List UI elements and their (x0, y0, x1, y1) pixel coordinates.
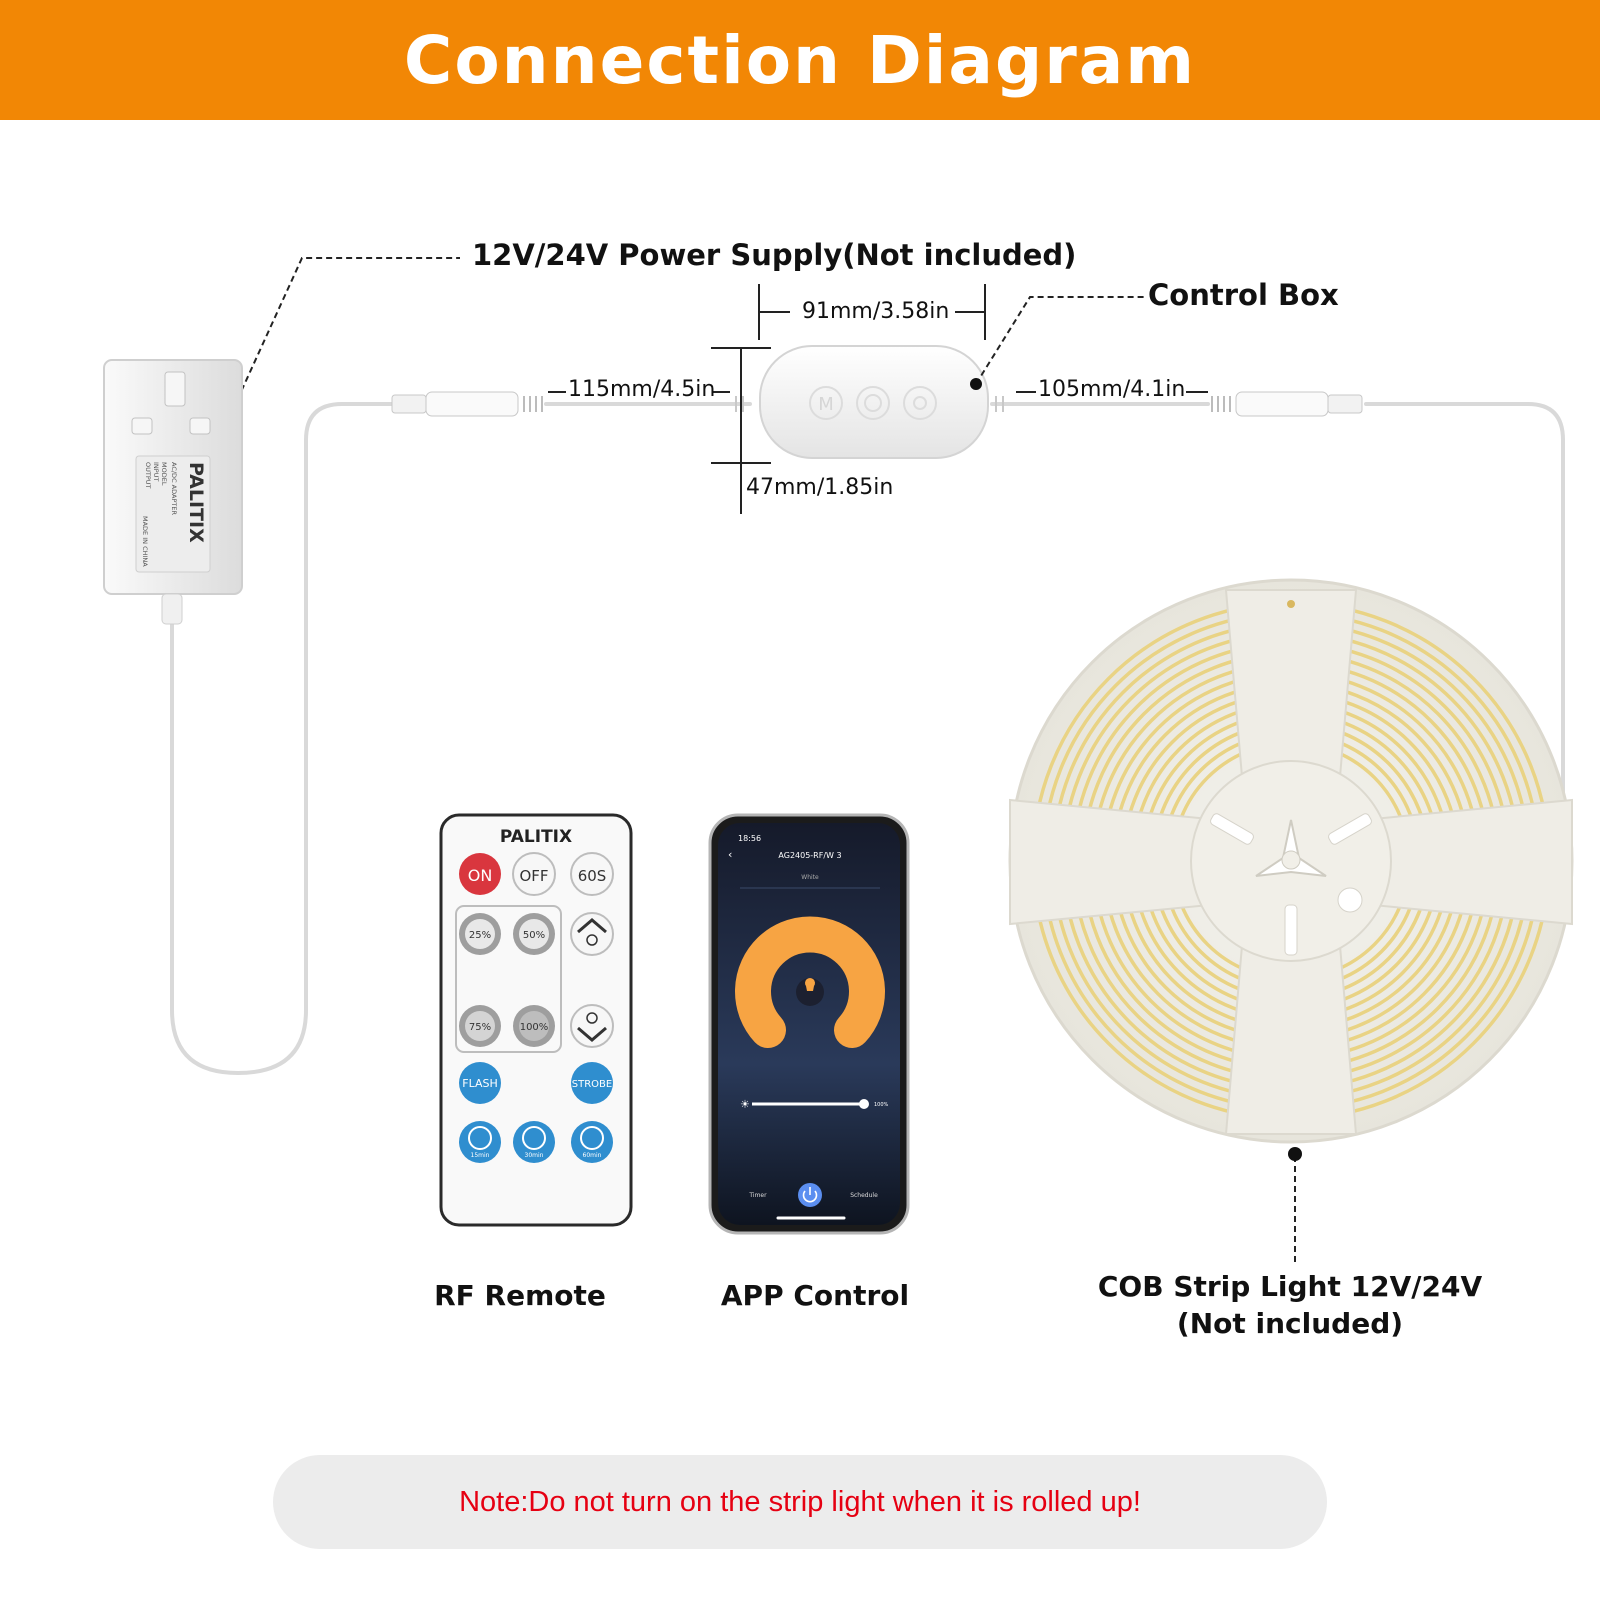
adapter-line: INPUT (152, 462, 160, 481)
tab-schedule: Schedule (850, 1192, 878, 1199)
adapter-line: MODEL (160, 462, 168, 486)
remote-100-button: 100% (513, 1005, 555, 1047)
dimension-lines (548, 284, 1208, 514)
brightness-button-icon (903, 386, 937, 420)
left-cable-length-label: 115mm/4.5in (568, 377, 716, 402)
control-box-label: Control Box (1148, 278, 1339, 312)
cob-strip-reel (1008, 578, 1574, 1144)
timer-15min-icon: 15min (459, 1121, 501, 1163)
svg-text:50%: 50% (523, 930, 545, 941)
brightness-dial (735, 916, 885, 1048)
svg-text:75%: 75% (469, 1022, 491, 1033)
svg-text:60S: 60S (578, 867, 607, 885)
svg-text:25%: 25% (469, 930, 491, 941)
mode-button-icon: M (809, 386, 843, 420)
leader-lines (228, 257, 1296, 1265)
smartphone: 18:56 ‹ AG2405-RF/W 3 White ☀ 100% Timer… (708, 813, 910, 1235)
remote-on-button: ON (459, 853, 501, 895)
svg-text:60min: 60min (583, 1152, 602, 1159)
svg-text:100%: 100% (520, 1022, 549, 1033)
adapter-line: MADE IN CHINA (141, 516, 149, 567)
svg-text:ON: ON (468, 866, 493, 885)
svg-text:100%: 100% (874, 1102, 889, 1108)
remote-50-button: 50% (513, 913, 555, 955)
control-box: M (735, 345, 1004, 459)
power-supply-label: 12V/24V Power Supply(Not included) (472, 238, 1077, 272)
sun-icon: ☀ (740, 1098, 750, 1111)
warning-note: Note:Do not turn on the strip light when… (273, 1455, 1327, 1549)
brightness-slider: ☀ 100% (740, 1098, 889, 1111)
svg-text:M: M (818, 394, 834, 415)
dc-connector-right (1211, 391, 1363, 417)
page-title: Connection Diagram (403, 21, 1197, 99)
control-box-width-label: 91mm/3.58in (802, 299, 950, 324)
remote-flash-button: FLASH (459, 1062, 501, 1104)
cables (170, 402, 1565, 1076)
remote-60s-button: 60S (570, 852, 614, 896)
remote-75-button: 75% (459, 1005, 501, 1047)
strip-light-caption-line2: (Not included) (1176, 1307, 1404, 1340)
adapter-line: OUTPUT (144, 462, 152, 489)
timer-60min-icon: 60min (571, 1121, 613, 1163)
power-button-icon (856, 386, 890, 420)
remote-brand: PALITIX (500, 827, 572, 847)
remote-strobe-button: STROBE (571, 1062, 613, 1104)
warning-note-text: Note:Do not turn on the strip light when… (459, 1485, 1141, 1518)
svg-text:15min: 15min (471, 1152, 490, 1159)
brightness-down-icon (570, 1004, 614, 1048)
rf-remote-caption: RF Remote (434, 1279, 606, 1312)
control-box-height-label: 47mm/1.85in (746, 475, 894, 500)
svg-text:STROBE: STROBE (572, 1079, 612, 1090)
timer-30min-icon: 30min (513, 1121, 555, 1163)
remote-25-button: 25% (459, 913, 501, 955)
dc-connector-left (391, 391, 543, 417)
svg-text:OFF: OFF (519, 867, 548, 885)
mode-label: White (801, 874, 819, 881)
tab-timer: Timer (748, 1192, 767, 1199)
rf-remote: PALITIX ON OFF 60S 25% 50% 75% (439, 813, 633, 1227)
adapter-line: AC/DC ADAPTER (170, 462, 178, 515)
power-adapter: PALITIX AC/DC ADAPTER MODEL INPUT OUTPUT… (103, 359, 243, 625)
svg-text:30min: 30min (525, 1152, 544, 1159)
power-icon (798, 1183, 822, 1207)
phone-time: 18:56 (738, 834, 761, 843)
device-name: AG2405-RF/W 3 (778, 851, 841, 860)
svg-text:FLASH: FLASH (462, 1077, 498, 1090)
strip-light-caption-line1: COB Strip Light 12V/24V (1097, 1270, 1483, 1303)
adapter-brand: PALITIX (185, 462, 207, 543)
right-cable-length-label: 105mm/4.1in (1038, 377, 1186, 402)
back-icon: ‹ (728, 848, 732, 861)
remote-off-button: OFF (512, 852, 556, 896)
header-banner: Connection Diagram (0, 0, 1600, 120)
app-control-caption: APP Control (720, 1279, 910, 1312)
brightness-up-icon (570, 912, 614, 956)
